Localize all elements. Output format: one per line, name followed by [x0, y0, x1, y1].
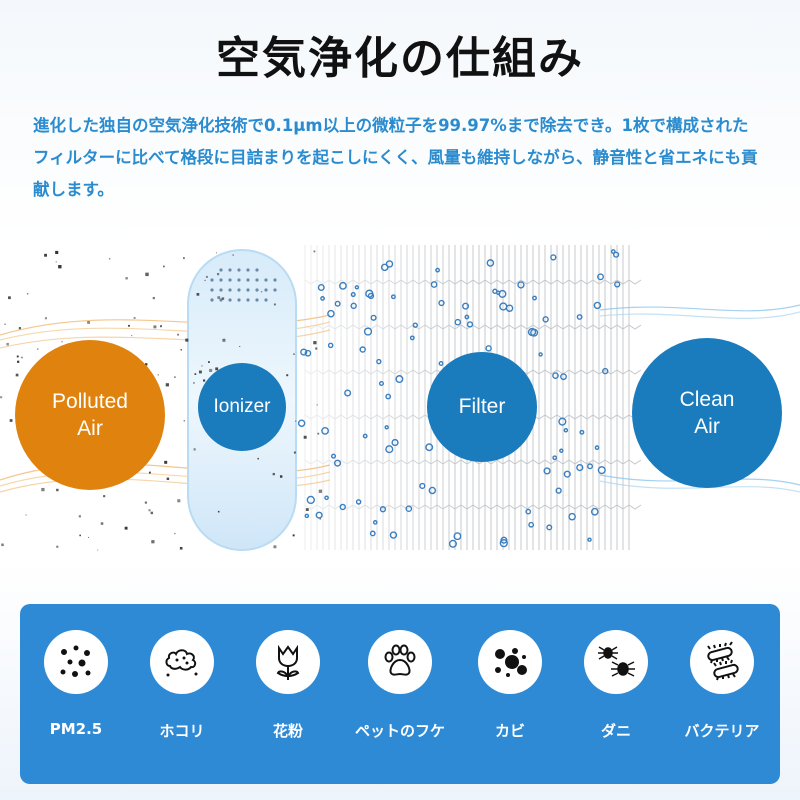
item-bacteria: バクテリア [672, 630, 772, 741]
mold-icon [478, 630, 542, 694]
clean-air-label: Clean Air [679, 387, 735, 438]
flower-icon [256, 630, 320, 694]
item-mold: カビ [460, 630, 560, 741]
polluted-air-label: Polluted Air [52, 389, 128, 440]
item-label: ホコリ [159, 722, 205, 740]
mite-icon [584, 630, 648, 694]
description-text: 進化した独自の空気浄化技術で0.1μm以上の微粒子を99.97%まで除去でき。1… [33, 116, 758, 199]
particles-icon [44, 630, 108, 694]
page-title: 空気浄化の仕組み [216, 33, 584, 84]
purification-diagram: Polluted Air Ionizer Filter Clean Air [0, 240, 800, 560]
item-dust: ホコリ [132, 630, 232, 741]
dust-cloud-icon [150, 630, 214, 694]
ionizer-holes [210, 268, 277, 302]
item-label: ダニ [600, 722, 631, 740]
filter-label: Filter [458, 395, 506, 419]
clean-air-circle: Clean Air [632, 338, 782, 488]
item-label: 花粉 [272, 722, 303, 740]
item-pm25: PM2.5 [26, 630, 126, 738]
paw-icon [368, 630, 432, 694]
removable-particles-panel: PM2.5 ホコリ 花粉 [20, 604, 780, 784]
ionizer-circle: Ionizer [198, 363, 286, 451]
polluted-air-circle: Polluted Air [15, 340, 165, 490]
ionizer-label: Ionizer [213, 395, 271, 417]
bacteria-icon [690, 630, 754, 694]
item-pollen: 花粉 [238, 630, 338, 741]
item-label: カビ [494, 722, 525, 740]
item-mites: ダニ [566, 630, 666, 741]
item-label: バクテリア [684, 722, 760, 740]
filter-circle: Filter [427, 352, 537, 462]
item-label: ペットのフケ [354, 722, 445, 740]
pollutant-particles [0, 250, 323, 551]
item-label: PM2.5 [49, 720, 103, 738]
item-pet-dander: ペットのフケ [350, 630, 450, 741]
